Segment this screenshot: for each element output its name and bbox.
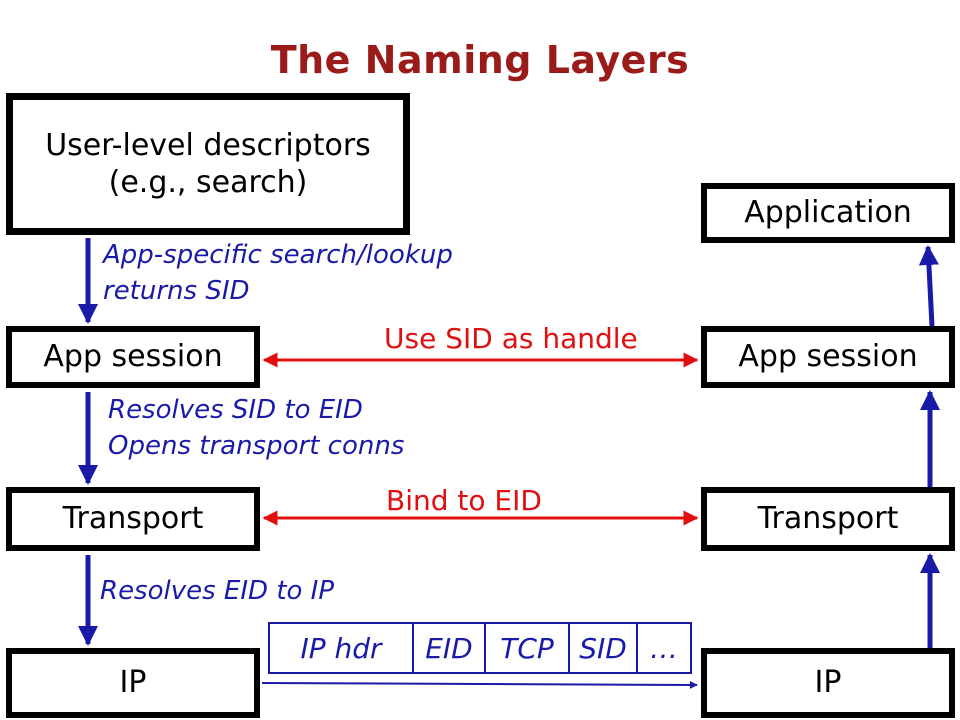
left-app-session-box: App session	[6, 326, 260, 388]
left-transport-box: Transport	[6, 487, 260, 551]
arrow-packet-flow	[261, 680, 698, 689]
left-ip-box: IP	[6, 648, 260, 718]
packet-field-sid: SID	[568, 622, 638, 674]
resolve-sid-note: Resolves SID to EID Opens transport conn…	[108, 392, 404, 464]
resolve-eid-note: Resolves EID to IP	[100, 576, 335, 606]
right-ip-box: IP	[701, 648, 955, 718]
right-app-session-box: App session	[701, 326, 955, 388]
lookup-note: App-specific search/lookup returns SID	[103, 237, 453, 309]
user-descriptors-line2: (e.g., search)	[108, 165, 308, 200]
arrow-up-session-application	[918, 245, 939, 327]
right-application-box: Application	[701, 183, 955, 243]
session-handle-label: Use SID as handle	[384, 322, 638, 355]
lookup-note-line1: App-specific search/lookup	[103, 240, 453, 270]
packet-field-eid: EID	[412, 622, 486, 674]
packet-header: IP hdr EID TCP SID …	[268, 622, 692, 674]
packet-field-ip-hdr: IP hdr	[268, 622, 414, 674]
right-transport-box: Transport	[701, 487, 955, 551]
lookup-note-line2: returns SID	[103, 276, 250, 306]
packet-field-ellipsis: …	[636, 622, 692, 674]
resolve-sid-note-line2: Opens transport conns	[108, 431, 405, 461]
slide-title: The Naming Layers	[270, 38, 690, 82]
user-descriptors-line1: User-level descriptors	[45, 127, 371, 163]
resolve-sid-note-line1: Resolves SID to EID	[108, 395, 363, 425]
packet-field-tcp: TCP	[484, 622, 570, 674]
user-level-descriptors-box: User-level descriptors (e.g., search)	[6, 93, 410, 235]
